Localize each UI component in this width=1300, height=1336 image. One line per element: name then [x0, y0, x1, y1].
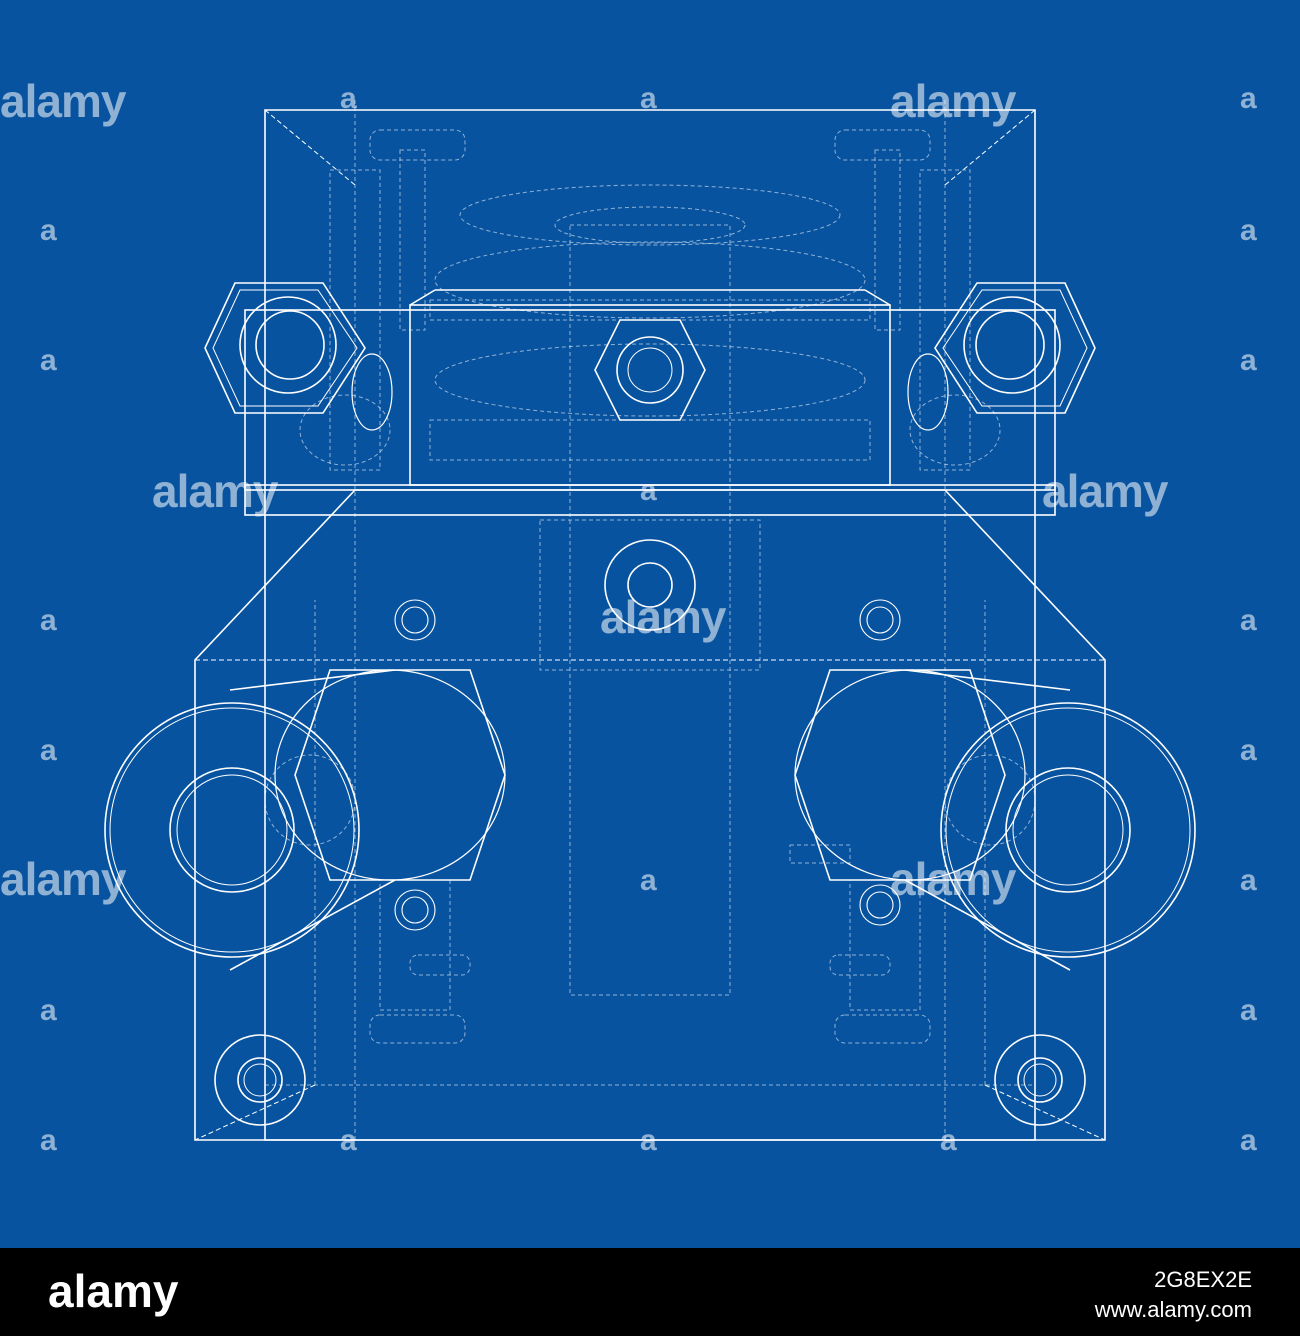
upper-right-fitting [907, 282, 1096, 431]
hidden-lines [264, 100, 1036, 1140]
small-bolts [394, 599, 901, 931]
watermark-mark: a [640, 474, 657, 507]
lower-right-fitting [794, 669, 1196, 971]
watermark-logo: alamy [152, 465, 278, 517]
watermark-mark: a [1240, 214, 1257, 247]
watermark-mark: a [40, 734, 57, 767]
watermark-mark: a [340, 1124, 357, 1157]
watermark-mark: a [1240, 82, 1257, 115]
center-port [604, 539, 696, 631]
watermark-mark: a [640, 864, 657, 897]
watermark-mark: a [1240, 344, 1257, 377]
watermark-logo: alamy [890, 853, 1016, 905]
watermark-mark: a [1240, 994, 1257, 1027]
main-housing [194, 109, 1106, 1141]
lower-left-fitting [104, 669, 506, 971]
site-url: www.alamy.com [1094, 1297, 1252, 1322]
watermark-mark: a [340, 82, 357, 115]
image-id: 2G8EX2E [1154, 1267, 1252, 1292]
blueprint-drawing [0, 0, 1300, 1248]
watermark-logo: alamy [1042, 465, 1168, 517]
watermark-mark: a [40, 604, 57, 637]
upper-left-fitting [204, 282, 393, 431]
watermark-mark: a [40, 1124, 57, 1157]
footer-bar: alamy 2G8EX2E www.alamy.com [0, 1248, 1300, 1336]
watermark-mark: a [1240, 604, 1257, 637]
watermark-mark: a [940, 1124, 957, 1157]
center-nut [594, 319, 706, 421]
watermark-mark: a [640, 1124, 657, 1157]
watermark-logo: alamy [890, 75, 1016, 127]
mounting-bolts [214, 1034, 1086, 1126]
watermark-logo: alamy [600, 591, 726, 643]
watermark-mark: a [40, 994, 57, 1027]
watermark-logo: alamy [0, 853, 126, 905]
blueprint-background [0, 0, 1300, 1248]
watermark-mark: a [1240, 734, 1257, 767]
footer-logo: alamy [48, 1265, 179, 1317]
watermark-logo: alamy [0, 75, 126, 127]
watermark-mark: a [40, 214, 57, 247]
watermark-mark: a [1240, 1124, 1257, 1157]
watermark-mark: a [1240, 864, 1257, 897]
watermark-mark: a [40, 344, 57, 377]
watermark-mark: a [640, 82, 657, 115]
